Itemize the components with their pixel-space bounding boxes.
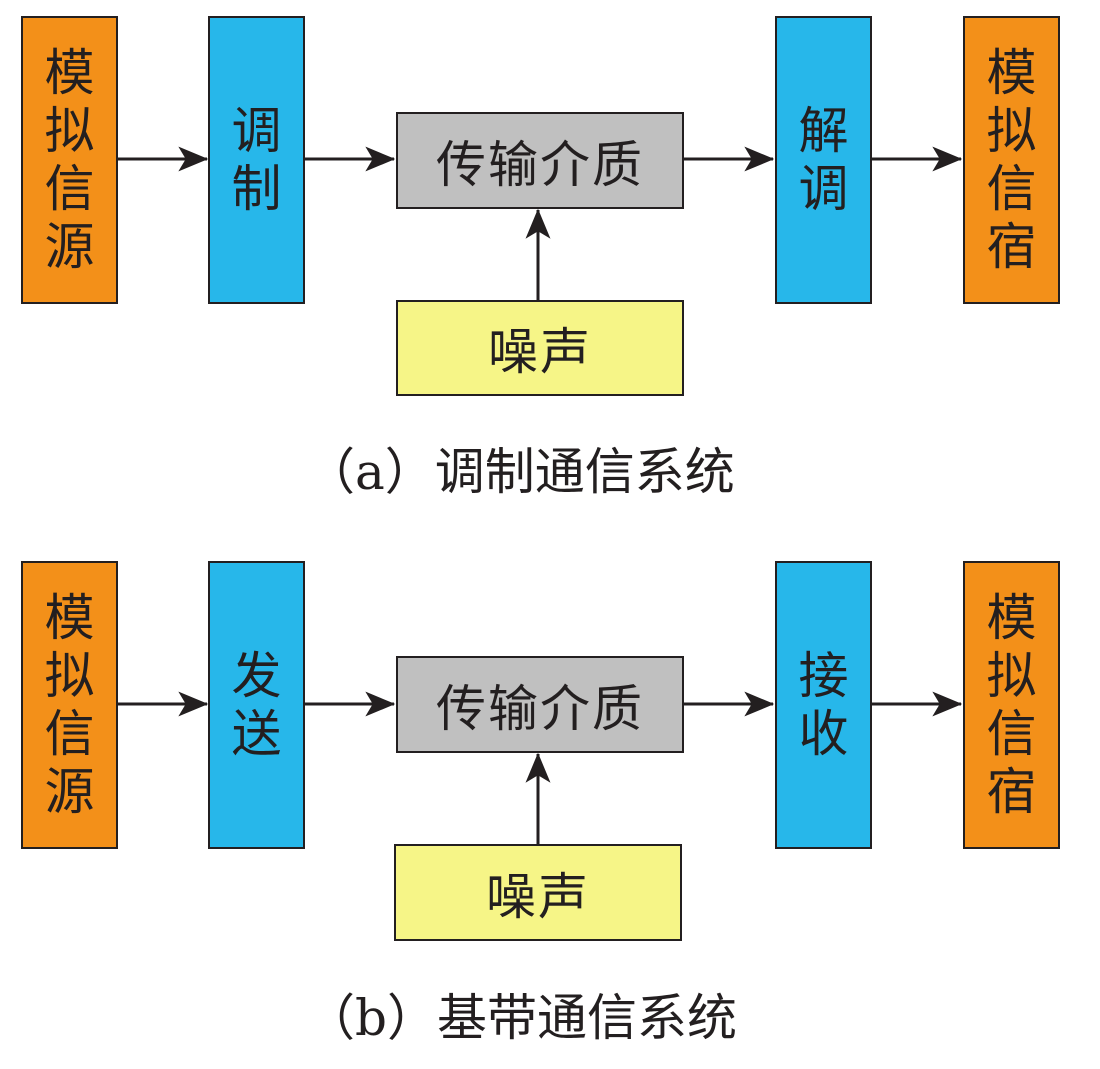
a-demodulation-box: 解调 xyxy=(775,16,872,304)
box-label-char: 宿 xyxy=(986,218,1037,276)
box-label-char: 拟 xyxy=(44,647,95,705)
b-analog-sink-box: 模拟信宿 xyxy=(963,561,1060,849)
b-transmission-medium-label: 传输介质 xyxy=(436,679,644,738)
b-transmission-medium-box: 传输介质 xyxy=(396,656,684,753)
a-analog-sink-box: 模拟信宿 xyxy=(963,16,1060,304)
box-label-char: 信 xyxy=(44,160,95,218)
box-label-char: 拟 xyxy=(44,102,95,160)
box-label-char: 拟 xyxy=(986,102,1037,160)
b-noise-label: 噪声 xyxy=(486,867,590,926)
b-receive-box: 接收 xyxy=(775,561,872,849)
a-analog-source-box: 模拟信源 xyxy=(21,16,118,304)
box-label-char: 模 xyxy=(986,589,1037,647)
box-label-char: 信 xyxy=(986,160,1037,218)
caption-a: （a）调制通信系统 xyxy=(305,443,735,501)
b-transmit-box: 发送 xyxy=(208,561,305,849)
caption-b: （b）基带通信系统 xyxy=(305,989,738,1047)
box-label-char: 送 xyxy=(231,705,282,763)
a-transmission-medium-label: 传输介质 xyxy=(436,135,644,194)
box-label-char: 源 xyxy=(44,218,95,276)
a-transmission-medium-box: 传输介质 xyxy=(396,112,684,209)
a-noise-label: 噪声 xyxy=(488,323,592,381)
a-modulation-box: 调制 xyxy=(208,16,305,304)
box-label-char: 模 xyxy=(44,44,95,102)
box-label-char: 调 xyxy=(798,160,849,218)
box-label-char: 模 xyxy=(44,589,95,647)
b-analog-source-box: 模拟信源 xyxy=(21,561,118,849)
box-label-char: 制 xyxy=(231,160,282,218)
a-noise-box: 噪声 xyxy=(396,300,684,396)
box-label-char: 调 xyxy=(231,102,282,160)
box-label-char: 发 xyxy=(231,647,282,705)
box-label-char: 拟 xyxy=(986,647,1037,705)
b-noise-box: 噪声 xyxy=(394,844,682,941)
box-label-char: 收 xyxy=(798,705,849,763)
box-label-char: 源 xyxy=(44,763,95,821)
box-label-char: 信 xyxy=(44,705,95,763)
box-label-char: 模 xyxy=(986,44,1037,102)
box-label-char: 宿 xyxy=(986,763,1037,821)
box-label-char: 接 xyxy=(798,647,849,705)
box-label-char: 解 xyxy=(798,102,849,160)
box-label-char: 信 xyxy=(986,705,1037,763)
